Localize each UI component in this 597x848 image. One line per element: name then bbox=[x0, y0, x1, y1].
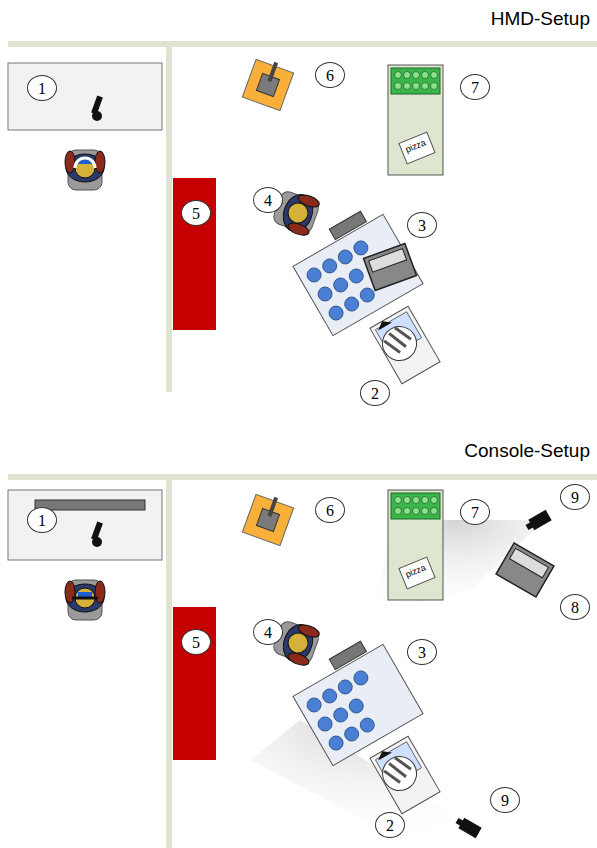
callout-number: 2 bbox=[360, 380, 390, 406]
callout-number: 6 bbox=[315, 497, 345, 523]
callout-number: 6 bbox=[315, 62, 345, 88]
callout-number: 5 bbox=[181, 629, 211, 655]
callout-number: 4 bbox=[253, 187, 283, 213]
callout-number: 3 bbox=[407, 639, 437, 665]
callout-number: 3 bbox=[407, 212, 437, 238]
setup-heading: Console-Setup bbox=[464, 440, 590, 462]
callout-number: 8 bbox=[560, 594, 590, 620]
callout-number: 2 bbox=[375, 812, 405, 838]
callout-number: 4 bbox=[253, 619, 283, 645]
callout-number: 7 bbox=[460, 74, 490, 100]
callout-number: 1 bbox=[27, 507, 57, 533]
callout-number: 7 bbox=[460, 499, 490, 525]
callout-number: 1 bbox=[27, 75, 57, 101]
setup-heading: HMD-Setup bbox=[491, 8, 590, 30]
callout-number: 9 bbox=[560, 484, 590, 510]
callout-number: 9 bbox=[490, 787, 520, 813]
callout-number: 5 bbox=[181, 200, 211, 226]
